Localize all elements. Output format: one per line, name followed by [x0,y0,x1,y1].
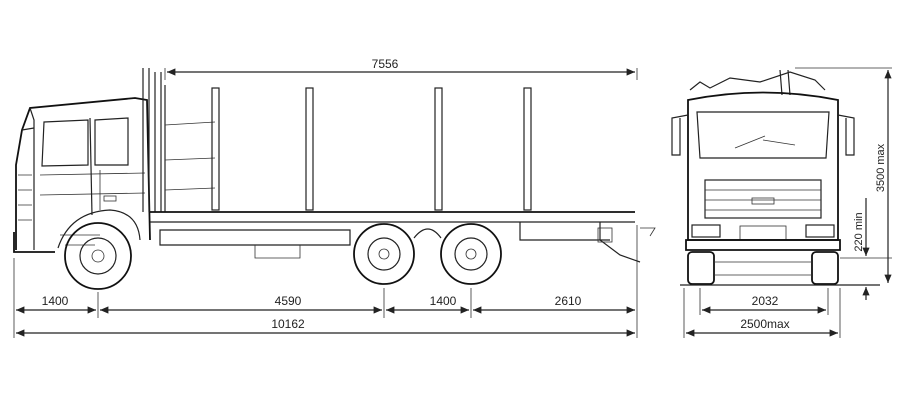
dim-track-width: 2032 [702,294,826,314]
dim-overall-width: 2500max [686,317,838,337]
ground-clearance-label: 220 min [853,212,865,251]
dim-platform-length: 7556 [164,57,638,80]
track-width-label: 2032 [752,294,779,308]
dim-ground-clearance: 220 min [853,198,870,300]
front-overhang-label: 1400 [42,294,69,308]
dim-overall-height: 3500 max [875,70,892,283]
front-to-bogie-label: 4590 [275,294,302,308]
platform-length-label: 7556 [372,57,399,71]
front-wheel [57,209,141,290]
overall-width-label: 2500max [740,317,789,331]
cab [13,97,151,253]
bogie-spacing-label: 1400 [430,294,457,308]
exhaust-and-headboard [142,68,216,212]
rear-overhang-label: 2610 [555,294,582,308]
rear-wheel-1 [353,223,415,285]
front-view: 2032 2500max 3500 max 220 min [671,67,892,338]
chassis-frame [150,211,656,263]
bogie-spring [413,228,442,239]
overall-length-label: 10162 [271,317,305,331]
rear-wheel-2 [440,223,502,285]
extension-lines [13,225,638,338]
dim-overall-length: 10162 [15,317,635,337]
overall-height-label: 3500 max [875,143,887,192]
log-stakes [211,87,532,211]
side-view: 7556 1400 4590 1400 2610 10162 [13,57,656,338]
dim-row-wheelbase: 1400 4590 1400 2610 [15,294,635,314]
